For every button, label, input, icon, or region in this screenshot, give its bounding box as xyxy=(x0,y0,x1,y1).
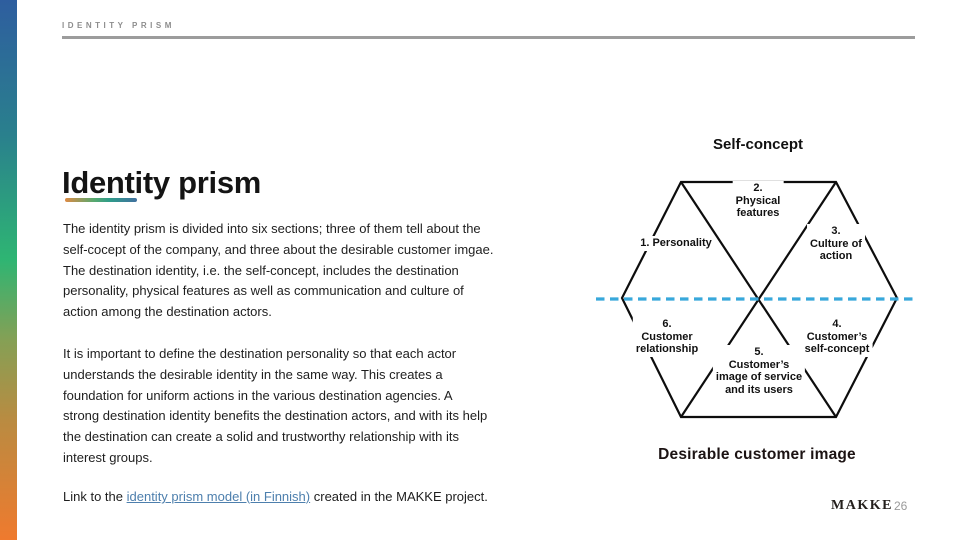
diagram-label-culture-of-action: 3. Culture of action xyxy=(807,224,865,264)
body-paragraph-2: It is important to define the destinatio… xyxy=(63,345,488,465)
title-accent-bar xyxy=(65,198,137,202)
diagram-label-customer-self-concept: 4. Customer’s self-concept xyxy=(801,317,873,357)
diagram-label-physical-features: 2. Physical features xyxy=(732,181,784,221)
header-divider xyxy=(62,36,915,39)
body-text: The identity prism is divided into six s… xyxy=(63,219,563,469)
identity-prism-model-link[interactable]: identity prism model (in Finnish) xyxy=(126,489,311,504)
footer-prefix: Link to the xyxy=(63,489,127,504)
footer-suffix: created in the MAKKE project. xyxy=(310,489,488,504)
slide-eyebrow: IDENTITY PRISM xyxy=(62,21,175,30)
body-paragraph-1: The identity prism is divided into six s… xyxy=(63,221,494,320)
diagram-caption-self-concept: Self-concept xyxy=(712,136,804,153)
diagram-label-personality: 1. Personality xyxy=(637,236,715,251)
diagram-label-customer-relationship: 6. Customer relationship xyxy=(632,317,702,357)
diagram-label-customer-image-of-service: 5. Customer’s image of service and its u… xyxy=(712,345,806,397)
page-number: 26 xyxy=(894,499,908,513)
diagram-caption-desirable-customer-image: Desirable customer image xyxy=(658,446,856,463)
footer-note: Link to the identity prism model (in Fin… xyxy=(63,489,488,504)
page-title: Identity prism xyxy=(62,164,262,200)
brand-logo: MAKKE xyxy=(831,498,893,513)
slide-accent-bar xyxy=(0,0,17,540)
